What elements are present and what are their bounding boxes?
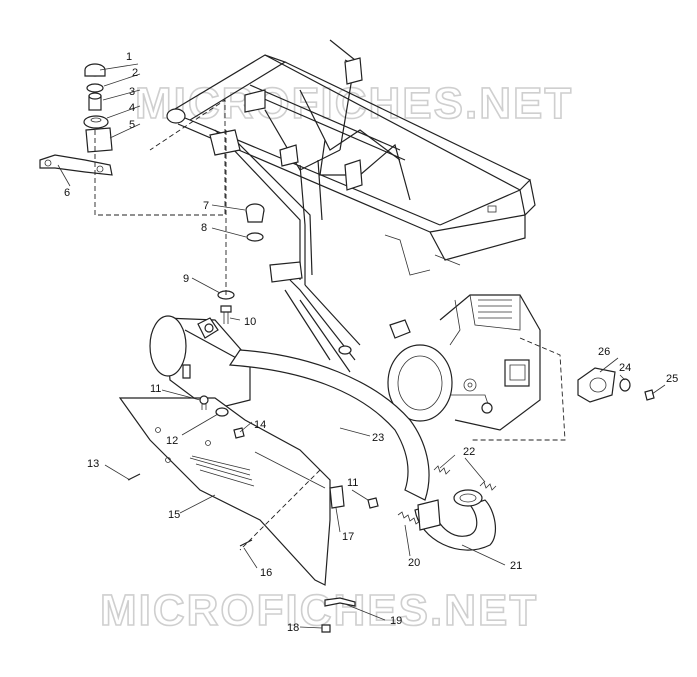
callout-22: 22 xyxy=(463,446,475,458)
callout-11-lower: 11 xyxy=(347,477,358,489)
springs-part-22 xyxy=(433,465,497,491)
watermark-top: MICROFICHES.NET xyxy=(135,79,573,128)
bolt-part-10 xyxy=(220,305,232,324)
callout-15: 15 xyxy=(168,509,180,521)
bracket-part-17 xyxy=(329,485,345,509)
callout-16: 16 xyxy=(260,567,272,579)
callout-8: 8 xyxy=(201,222,207,234)
flange-part-26 xyxy=(577,367,616,403)
callout-2: 2 xyxy=(132,67,138,79)
callout-19: 19 xyxy=(390,615,402,627)
callout-26: 26 xyxy=(598,346,610,358)
nut-part-1 xyxy=(84,63,106,77)
washer-part-8 xyxy=(246,232,264,242)
strap-part-19 xyxy=(324,597,356,607)
callout-25: 25 xyxy=(666,373,678,385)
bushing-part-3 xyxy=(88,92,102,111)
nut-part-25 xyxy=(644,389,655,401)
mount-plate-part-6 xyxy=(39,154,113,176)
washer-part-24 xyxy=(619,378,631,392)
callout-12: 12 xyxy=(166,435,178,447)
callout-13: 13 xyxy=(87,458,99,470)
spring-part-20 xyxy=(397,511,421,525)
callout-4: 4 xyxy=(129,102,135,114)
callout-23: 23 xyxy=(372,432,384,444)
frame xyxy=(166,39,536,373)
callout-14: 14 xyxy=(254,419,266,431)
callout-5: 5 xyxy=(129,119,135,131)
callout-9: 9 xyxy=(183,273,189,285)
heat-shield xyxy=(118,397,331,586)
engine xyxy=(387,294,541,431)
callout-20: 20 xyxy=(408,557,420,569)
bolt-part-16 xyxy=(239,539,253,547)
callout-7: 7 xyxy=(203,200,209,212)
bolt-part-11a xyxy=(199,395,209,410)
watermark-bottom: MICROFICHES.NET xyxy=(100,586,538,635)
callout-10: 10 xyxy=(244,316,256,328)
muffler xyxy=(149,315,430,501)
grommet-part-4 xyxy=(83,115,109,129)
callout-21: 21 xyxy=(510,560,522,572)
callout-numbers: 1 2 3 4 5 6 7 8 9 10 11 12 13 14 15 16 1… xyxy=(64,51,678,634)
screw-part-13 xyxy=(127,473,141,481)
callout-11-upper: 11 xyxy=(150,383,161,395)
bolt-part-11b xyxy=(367,497,379,509)
washer-part-2 xyxy=(86,83,104,93)
bolt-part-18 xyxy=(321,624,331,633)
callout-17: 17 xyxy=(342,531,354,543)
callout-6: 6 xyxy=(64,187,70,199)
nut-part-12 xyxy=(215,407,229,417)
exhaust-pipe xyxy=(414,489,497,551)
callout-1: 1 xyxy=(126,51,132,63)
bracket-part-5 xyxy=(85,127,113,153)
grommet-part-7 xyxy=(245,203,265,223)
callout-18: 18 xyxy=(287,622,299,634)
leader-lines xyxy=(57,63,666,629)
callout-3: 3 xyxy=(129,86,135,98)
callout-24: 24 xyxy=(619,362,631,374)
